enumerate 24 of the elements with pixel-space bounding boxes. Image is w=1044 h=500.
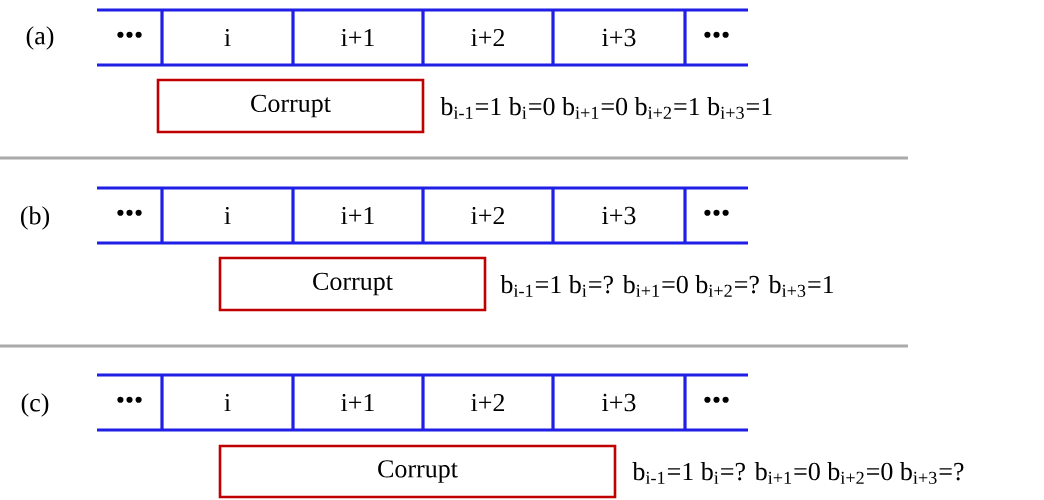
panel-label: (c) (21, 393, 49, 417)
cell-label: ••• (704, 31, 729, 38)
cell-label: ••• (117, 31, 142, 38)
cell-label: ••• (704, 396, 729, 403)
cell-label: i+1 (341, 206, 374, 225)
cell-label: i (224, 393, 231, 412)
cell-label: i (224, 28, 231, 47)
panel-label: (a) (26, 26, 54, 50)
cell-label: i+3 (602, 28, 636, 47)
cell-label: i (224, 206, 231, 225)
cell-label: ••• (117, 396, 142, 403)
corrupt-box: Corrupt (218, 444, 617, 499)
cell-label: ••• (704, 209, 729, 216)
cell-label: i+2 (471, 206, 505, 225)
panel-label: (b) (21, 206, 50, 230)
cell-label: i+3 (602, 393, 636, 412)
cell-label: i+3 (602, 206, 636, 225)
cell-label: i+1 (341, 393, 374, 412)
cell-label: i+2 (471, 28, 505, 47)
cell-label: ••• (117, 209, 142, 216)
corrupt-box: Corrupt (156, 78, 425, 134)
cell-label: i+1 (341, 28, 374, 47)
corrupt-box: Corrupt (218, 256, 487, 312)
cell-label: i+2 (471, 393, 505, 412)
